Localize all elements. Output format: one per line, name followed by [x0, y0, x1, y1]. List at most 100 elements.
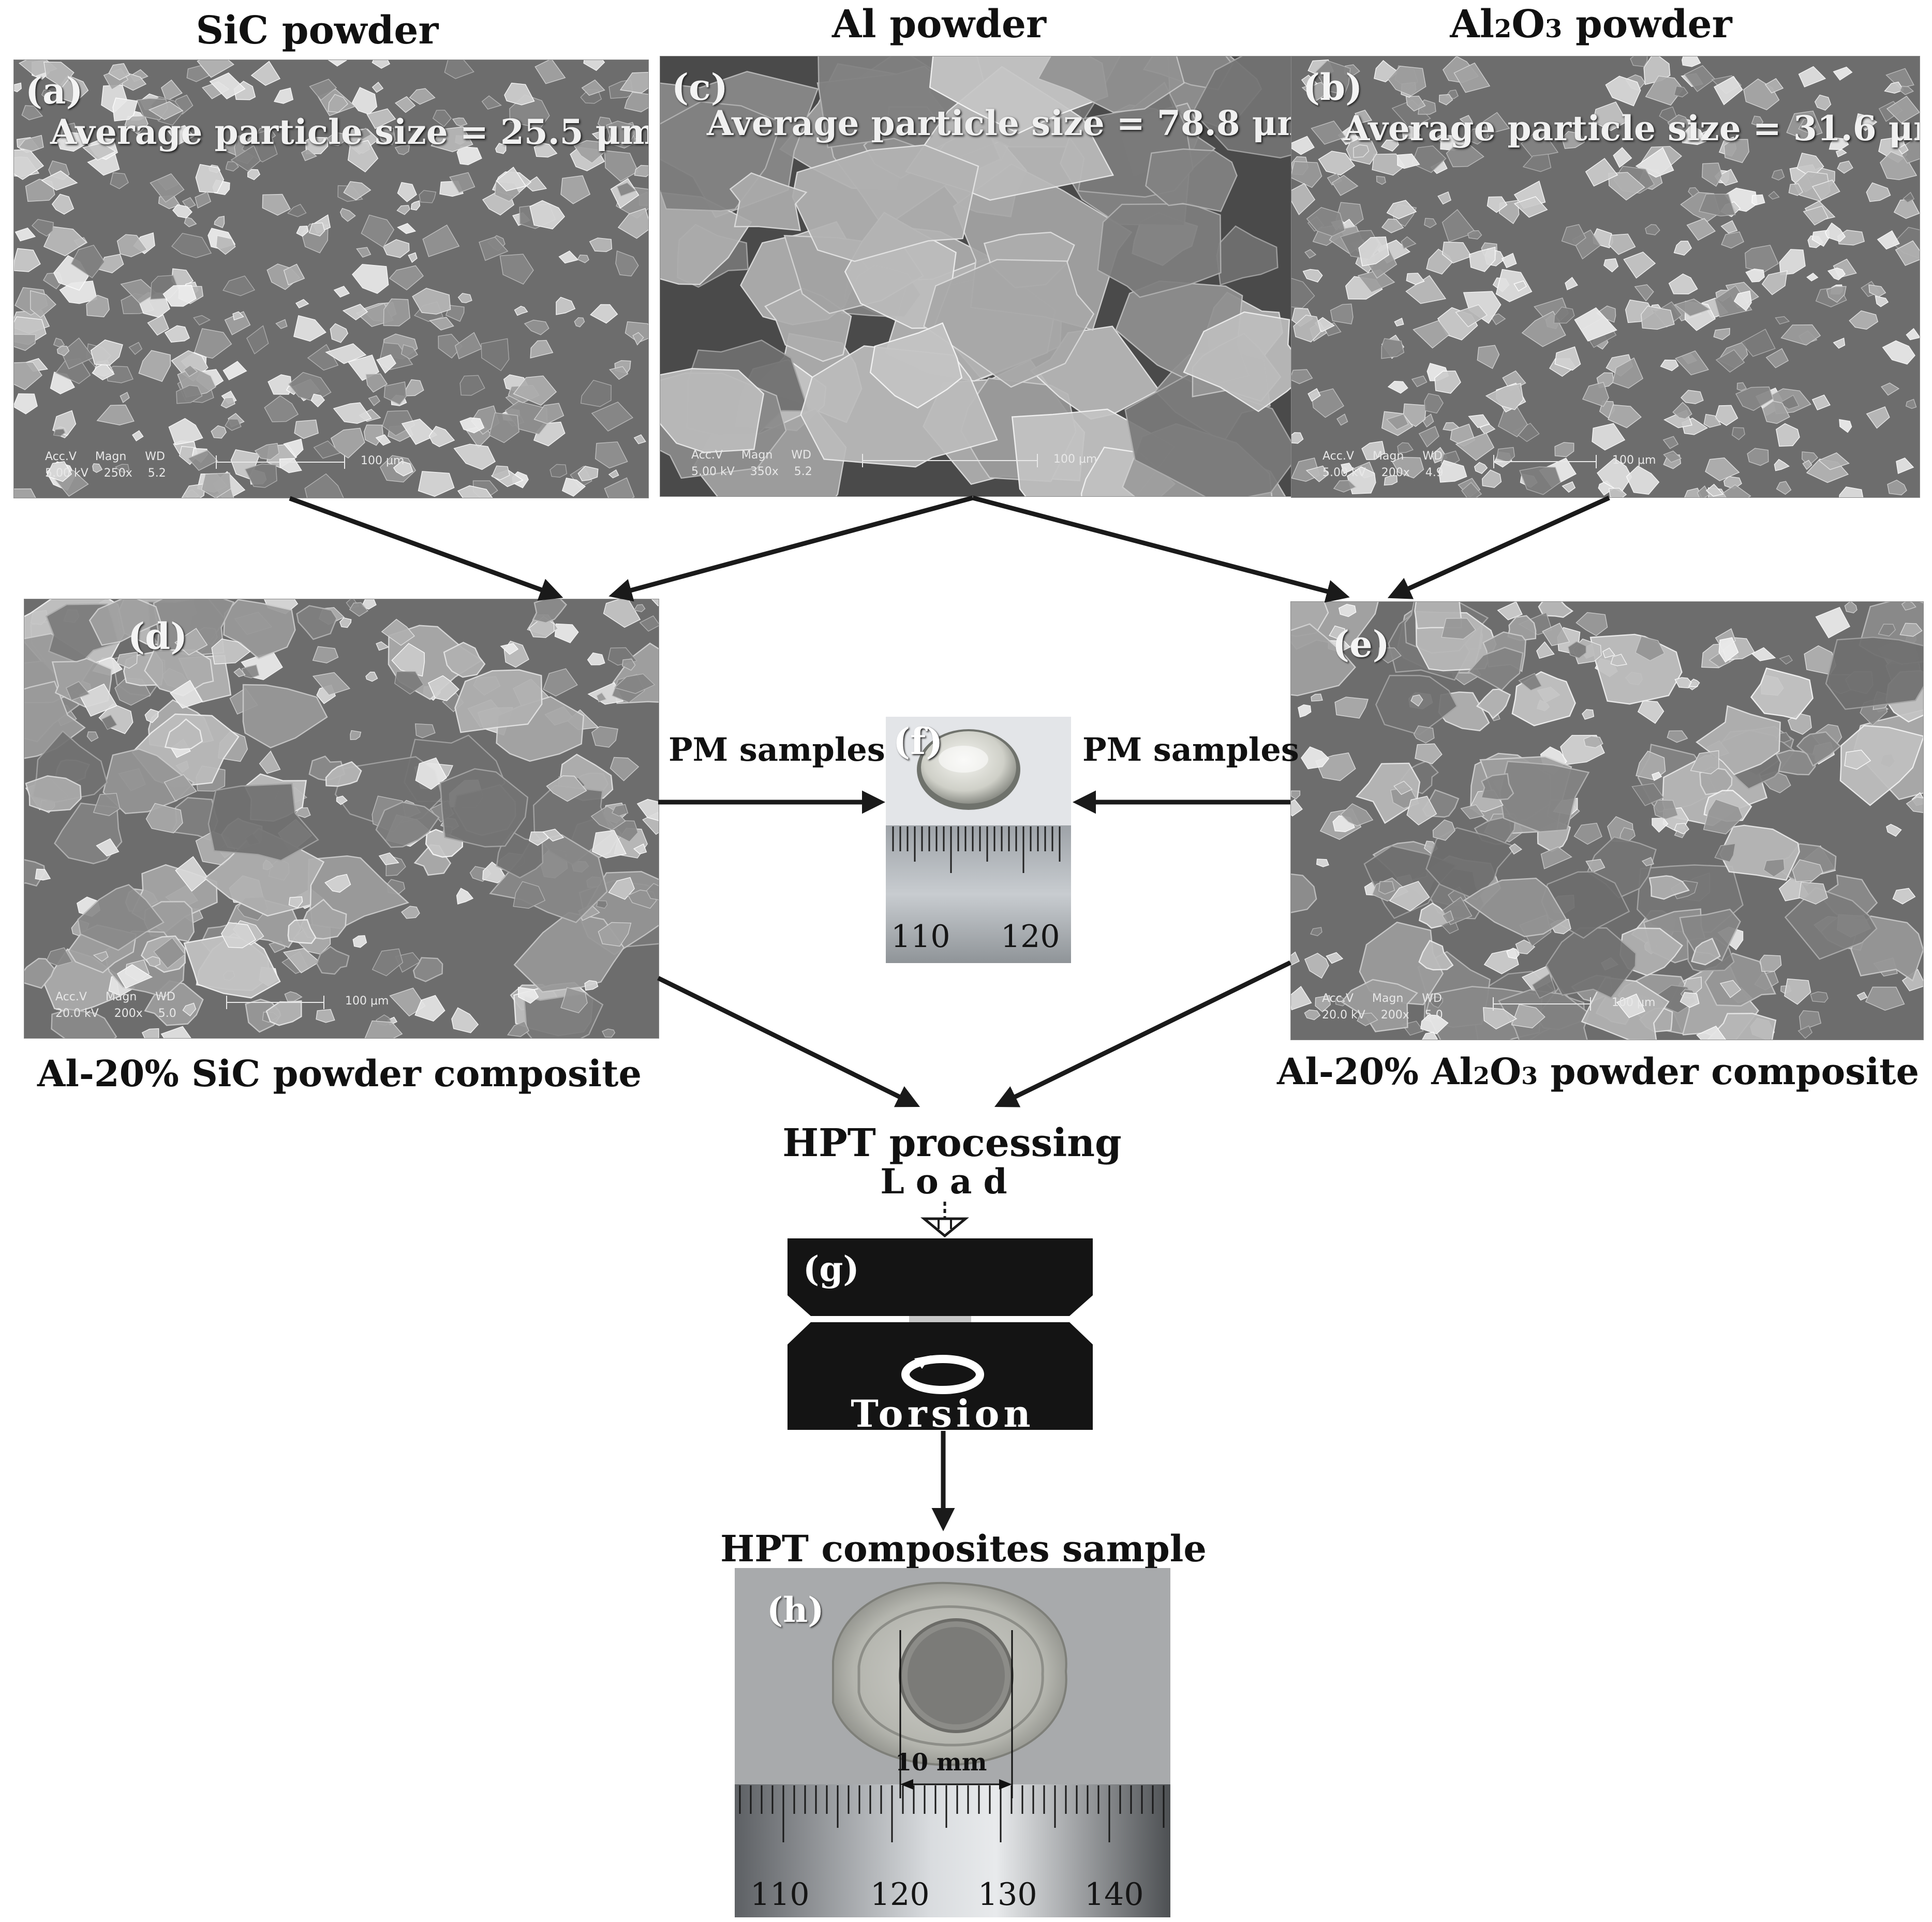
ruler-number: 110	[750, 1876, 810, 1913]
databar-text: 5.00 kV	[45, 467, 88, 480]
avg-size-c: Average particle size = 78.8 μm	[707, 103, 1297, 143]
sem-panel-c: (c) Average particle size = 78.8 μm Acc.…	[660, 56, 1297, 497]
pm-sample-photo	[886, 717, 1071, 963]
sem-databar-e: Acc.V Magn WD 20.0 kV 200x 5.0 100 μm	[1322, 992, 1788, 1028]
sample-disc	[909, 1316, 971, 1322]
databar-text: Magn	[1372, 450, 1404, 463]
databar-text: Acc.V	[55, 990, 87, 1003]
sem-panel-a: (a) Average particle size = 25.5 μm Acc.…	[13, 60, 649, 498]
sem-panel-b: (b) Average particle size = 31.6 μm Acc.…	[1291, 56, 1920, 498]
ruler-number: 140	[1084, 1876, 1144, 1913]
databar-text: 5.00 kV	[1322, 466, 1366, 479]
photo-panel-h: (h) 10 mm 110 120 130 140	[735, 1568, 1170, 1917]
databar-text: 4.9	[1425, 466, 1444, 479]
lower-anvil	[787, 1322, 1093, 1430]
databar-text: 5.0	[1424, 1009, 1443, 1022]
databar-text: 250x	[103, 467, 132, 480]
databar-text: WD	[791, 449, 811, 462]
databar-text: WD	[145, 450, 165, 463]
load-arrow-icon	[920, 1202, 969, 1238]
panel-label-b: (b)	[1303, 66, 1363, 109]
panel-label-g: (g)	[803, 1249, 859, 1289]
header-al2o3-text: powder	[1562, 2, 1732, 47]
header-al2o3-sub: 3	[1544, 14, 1563, 43]
sem-panel-e: (e) Acc.V Magn WD 20.0 kV 200x 5.0 100 μm	[1290, 601, 1924, 1040]
databar-text: 20.0 kV	[55, 1007, 99, 1020]
databar-text: Acc.V	[691, 449, 723, 462]
arrow-al2o3-to-composite	[1387, 495, 1610, 599]
arrow-sic-to-hpt	[657, 975, 920, 1107]
header-al2o3-powder: Al2O3 powder	[1450, 5, 1732, 43]
scale-bar-text: 100 μm	[1612, 996, 1656, 1009]
sem-texture	[660, 56, 1297, 496]
scale-bar	[862, 454, 1038, 467]
databar-text: 200x	[1381, 466, 1410, 479]
header-al-powder: Al powder	[832, 2, 1046, 47]
panel-label-d: (d)	[128, 615, 188, 658]
header-al2o3-text: Al	[1450, 2, 1494, 47]
caption-sub: 3	[1521, 1062, 1538, 1090]
caption-sub: 2	[1473, 1062, 1490, 1090]
databar-text: WD	[1422, 992, 1442, 1005]
caption-text: O	[1490, 1050, 1522, 1093]
rotation-arrow-icon	[901, 1355, 984, 1394]
scale-bar	[226, 996, 324, 1009]
hpt-sample-photo	[735, 1568, 1170, 1917]
scale-bar-text: 100 μm	[1612, 454, 1656, 467]
scale-bar-text: 100 μm	[345, 995, 389, 1008]
caption-text: Al-20% Al	[1277, 1050, 1474, 1093]
databar-text: 200x	[114, 1007, 143, 1020]
scale-bar	[1493, 455, 1597, 468]
hpt-composites-sample-title: HPT composites sample	[720, 1527, 1207, 1570]
databar-text: Acc.V	[1322, 992, 1354, 1005]
header-sic-powder: SiC powder	[196, 8, 439, 53]
arrow-al-to-sic-composite	[608, 495, 974, 602]
databar-text: 20.0 kV	[1322, 1009, 1365, 1022]
load-label: Load	[880, 1161, 1019, 1202]
databar-text: Magn	[105, 990, 137, 1003]
ruler-number: 110	[891, 919, 950, 955]
avg-size-a: Average particle size = 25.5 μm	[50, 112, 649, 152]
scale-bar-text: 100 μm	[361, 454, 405, 467]
sem-databar-b: Acc.V Magn WD 5.00 kV 200x 4.9 100 μm	[1322, 450, 1788, 486]
sem-texture	[24, 599, 659, 1038]
panel-label-a: (a)	[25, 69, 83, 112]
databar-text: Acc.V	[45, 450, 77, 463]
scale-bar	[1493, 997, 1591, 1011]
caption-al2o3-composite: Al-20% Al2O3 powder composite	[1277, 1054, 1919, 1090]
upper-anvil	[787, 1238, 1093, 1316]
hpt-processing-title: HPT processing	[782, 1121, 1122, 1165]
databar-text: WD	[155, 990, 175, 1003]
arrow-al-to-al2o3-composite	[972, 495, 1350, 603]
databar-text: Magn	[1372, 992, 1404, 1005]
scale-bar-text: 100 μm	[1053, 453, 1097, 466]
panel-label-h: (h)	[767, 1590, 824, 1630]
databar-text: 200x	[1380, 1009, 1409, 1022]
hpt-anvils-svg	[787, 1238, 1093, 1430]
dimension-10mm-label: 10 mm	[895, 1748, 987, 1776]
databar-text: 5.2	[147, 467, 166, 480]
databar-text: Acc.V	[1322, 450, 1354, 463]
torsion-label: Torsion	[851, 1392, 1035, 1436]
databar-text: WD	[1422, 450, 1443, 463]
databar-text: Magn	[741, 449, 773, 462]
hpt-anvils-diagram-g: (g) Torsion	[787, 1238, 1093, 1436]
panel-label-c: (c)	[672, 66, 728, 109]
pm-samples-label-right: PM samples	[1082, 731, 1299, 768]
arrow-al2o3-to-hpt	[994, 960, 1291, 1107]
pm-samples-label-left: PM samples	[668, 731, 885, 768]
caption-text: powder composite	[1538, 1050, 1920, 1093]
header-al2o3-sub: 2	[1494, 14, 1512, 43]
photo-panel-f: (f) 110 120	[886, 717, 1071, 963]
ruler-number: 120	[870, 1876, 930, 1913]
avg-size-b: Average particle size = 31.6 μm	[1343, 108, 1920, 149]
header-al2o3-text: O	[1511, 2, 1545, 47]
panel-label-e: (e)	[1332, 623, 1390, 666]
sem-texture	[1291, 56, 1920, 497]
dimension-lines	[899, 1630, 1013, 1798]
panel-label-f: (f)	[893, 720, 943, 763]
arrow-sic-to-composite	[289, 496, 563, 601]
